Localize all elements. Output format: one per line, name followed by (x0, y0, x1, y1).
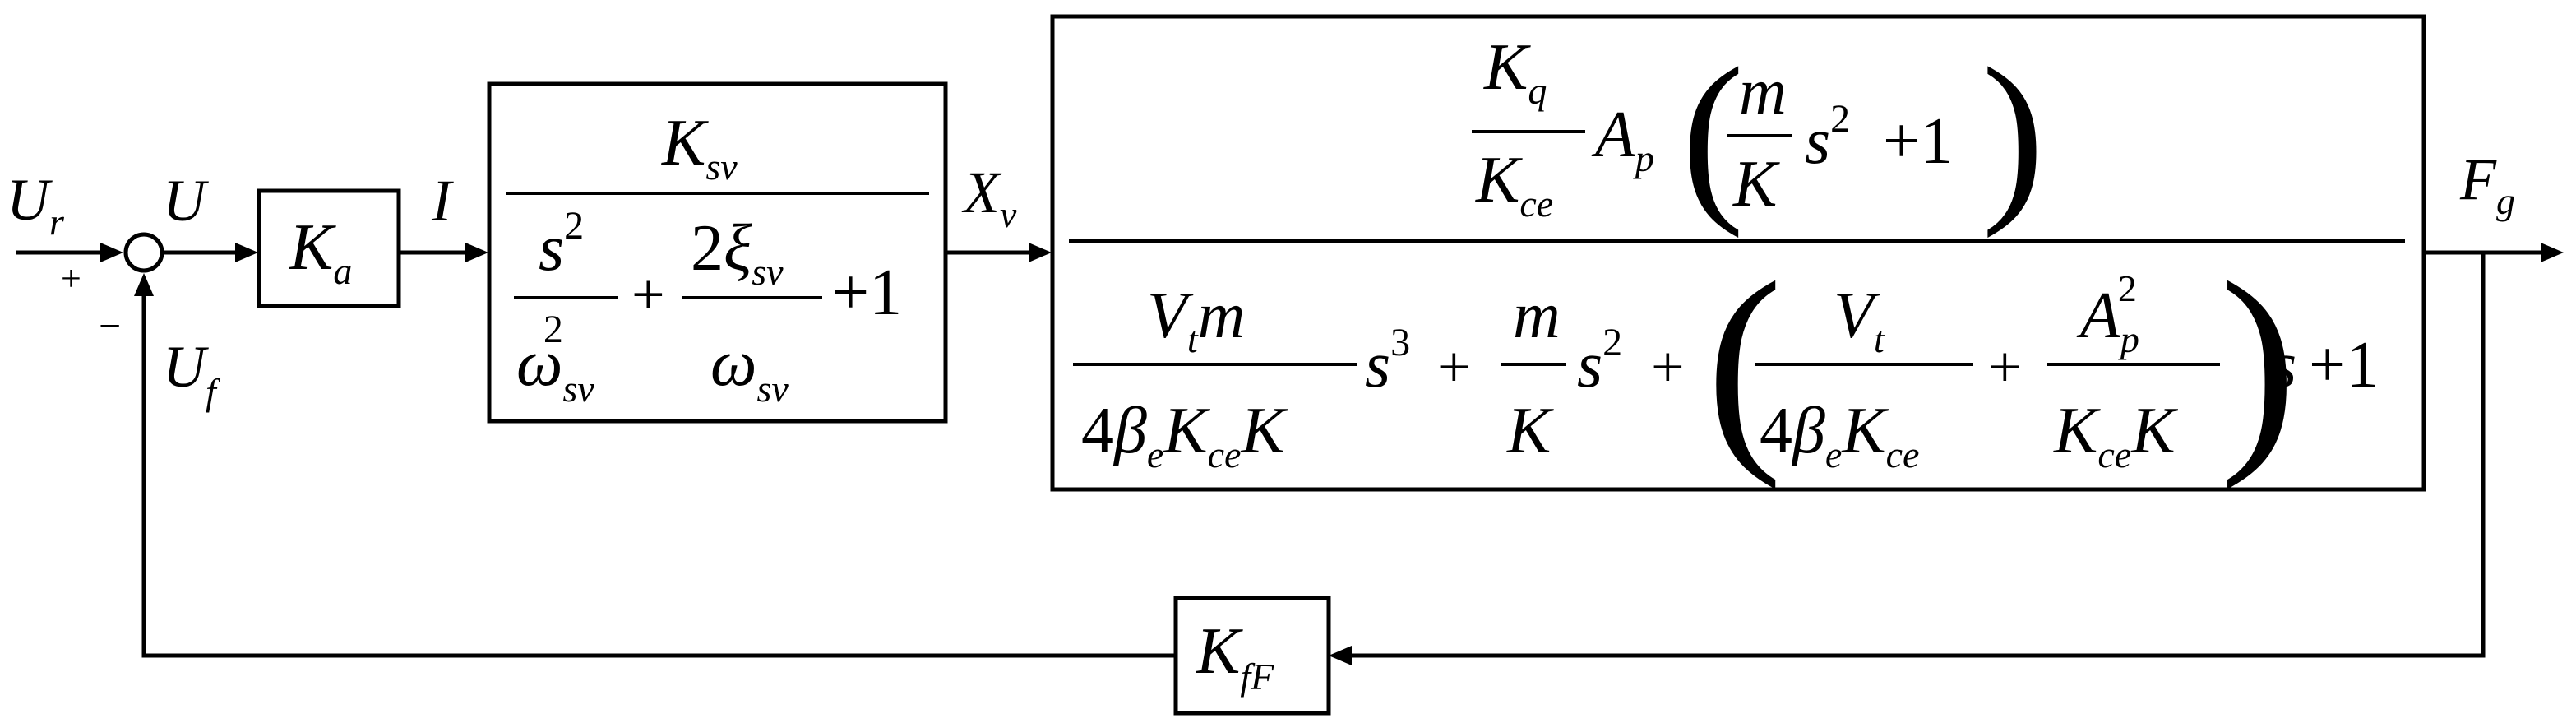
servo-omega-sv: ωsv (710, 327, 789, 410)
servo-valve-block (487, 81, 948, 424)
servo-plus-one: +1 (832, 257, 902, 329)
input-arrowhead (100, 243, 123, 262)
plant-den-Vt-m: Vtm (1147, 280, 1245, 360)
servo-numerator: Ksv (661, 107, 738, 188)
servo-two-xi-sv: 2ξsv (691, 212, 784, 293)
signal-valve-disp-label: Xv (961, 160, 1017, 235)
feedback-arrowhead (1329, 646, 1352, 665)
plant-Ap: Ap (1591, 99, 1654, 179)
plant-Kq: Kq (1483, 31, 1547, 112)
signal-error-label: U (163, 168, 209, 234)
amplifier-gain: Ka (289, 211, 352, 292)
plant-den-t3-4beta-Kce: 4βeKce (1760, 395, 1919, 475)
plant-num-m: m (1739, 56, 1787, 128)
plant-den-s3: s3 (1365, 321, 1410, 401)
output-arrowhead (2541, 243, 2564, 262)
error-arrowhead (235, 243, 258, 262)
plant-den-plus-2: + (1651, 334, 1685, 400)
plant-den-t3-Vt: Vt (1834, 280, 1885, 360)
plant-den-t4-Ap2: Ap2 (2076, 267, 2139, 360)
summing-junction (123, 232, 164, 273)
plant-num-lparen: ( (1681, 29, 1745, 239)
current-arrowhead (465, 243, 488, 262)
signal-current-label: I (431, 168, 454, 234)
feedback-path-right (1348, 253, 2486, 658)
plant-den-plus-3: + (1988, 334, 2022, 400)
plant-den-lparen: ( (1706, 234, 1783, 490)
plant-den-rparen: ) (2220, 234, 2296, 490)
valve-disp-arrowhead (1029, 243, 1052, 262)
plant-num-plus-one: +1 (1883, 105, 1953, 178)
feedback-gain-block (1173, 596, 1331, 716)
amplifier-block (257, 188, 401, 308)
plant-num-s2: s2 (1805, 97, 1850, 178)
plant-den-K: K (1506, 395, 1554, 467)
plant-block (1050, 14, 2426, 492)
minus-sign: − (99, 304, 121, 348)
plus-sign: + (61, 258, 81, 299)
plant-num-K: K (1732, 148, 1780, 220)
servo-s2: s2 (539, 204, 584, 285)
servo-plus: + (631, 262, 665, 327)
feedback-path-left (141, 288, 1176, 658)
plant-den-plus-1: + (1437, 334, 1471, 400)
plant-den-plus-one: +1 (2309, 329, 2379, 401)
plant-Kce: Kce (1475, 144, 1553, 225)
plant-den-s2: s2 (1577, 321, 1622, 401)
plant-den-s: s (2271, 329, 2296, 401)
plant-den-4beta-Kce-K: 4βeKceK (1081, 395, 1288, 475)
plant-den-t4-Kce-K: KceK (2053, 395, 2178, 475)
signal-input-label: Ur (7, 167, 65, 243)
feedback-gain: KfF (1196, 615, 1274, 698)
signal-feedback-label: Uf (163, 334, 221, 413)
plant-den-m: m (1513, 280, 1561, 352)
signal-output-label: Fg (2459, 146, 2515, 222)
plant-num-rparen: ) (1982, 29, 2045, 239)
feedback-sum-arrowhead (134, 273, 154, 296)
servo-omega-sv-sq: ωsv2 (516, 308, 594, 410)
